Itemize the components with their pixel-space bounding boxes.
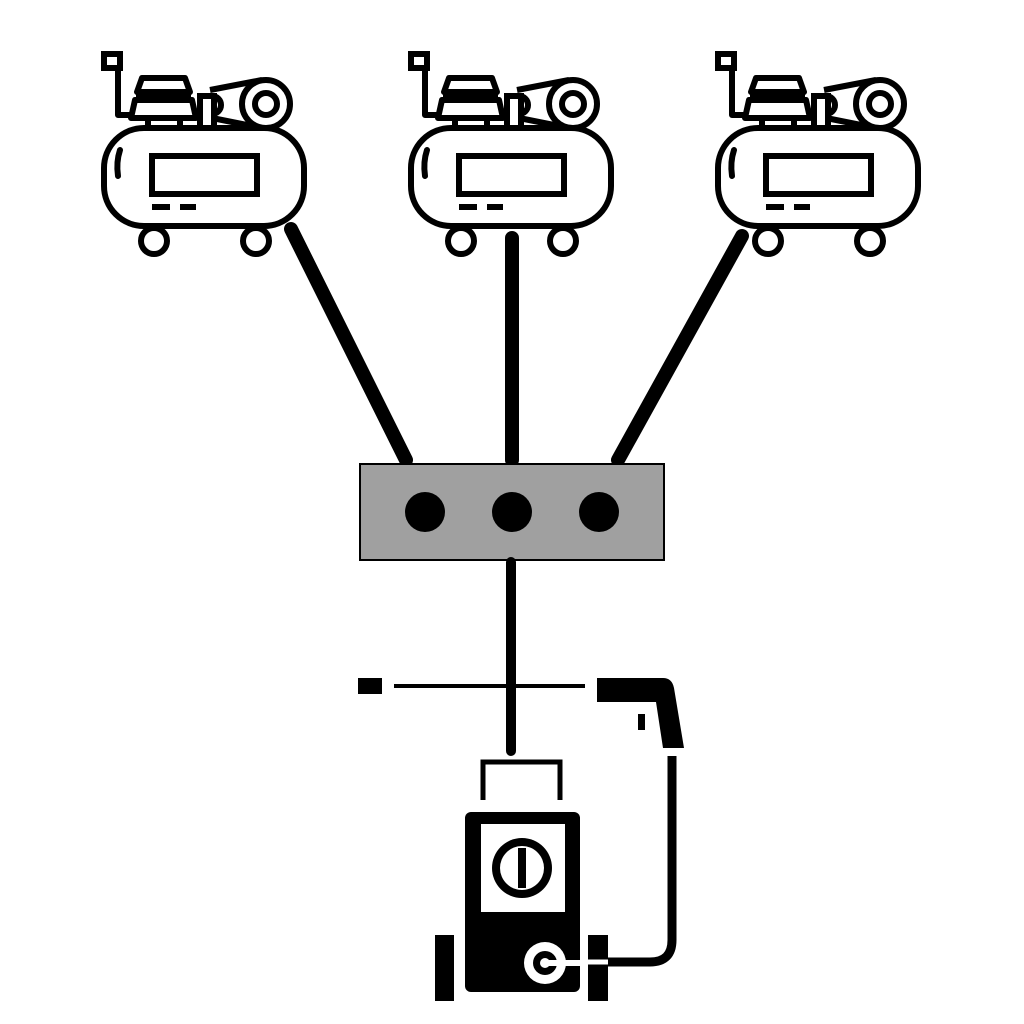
manifold-block [359, 463, 665, 561]
manifold-port [579, 492, 619, 532]
air-compressor-icon [104, 54, 304, 254]
pressure-washer-icon [435, 756, 677, 1001]
supply-hoses [284, 222, 749, 467]
manifold-port [405, 492, 445, 532]
spray-lance-icon [358, 678, 684, 748]
hose-left [284, 222, 413, 467]
air-compressor-icon [411, 54, 611, 254]
air-compressor-icon [718, 54, 918, 254]
hose-right [611, 229, 749, 467]
manifold-port [492, 492, 532, 532]
